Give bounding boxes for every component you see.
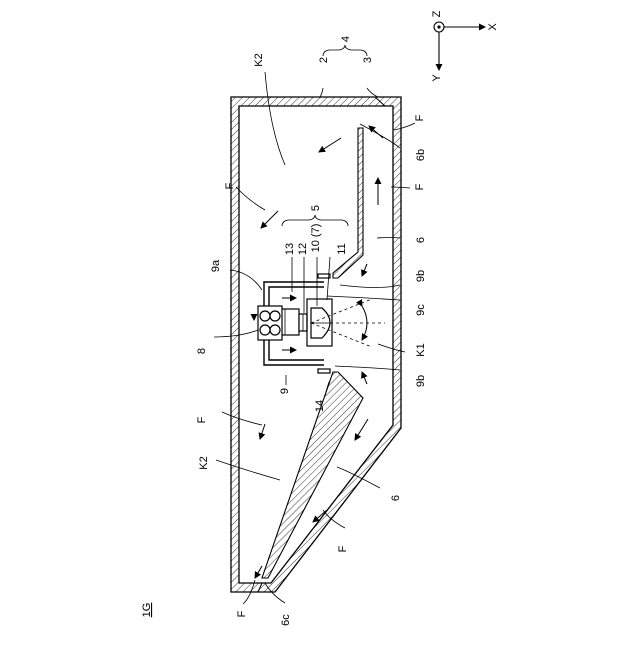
housing	[231, 97, 401, 592]
label-9a: 9a	[210, 259, 222, 272]
label-F-5: F	[337, 545, 349, 552]
label-F-2: F	[414, 183, 426, 190]
label-11: 11	[336, 243, 348, 254]
axis-labels: Z X Y	[431, 10, 499, 81]
axis-z-label: Z	[431, 10, 443, 17]
label-6-top: 6	[415, 237, 427, 243]
label-5: 5	[310, 205, 322, 211]
label-8: 8	[196, 348, 208, 354]
label-12: 12	[297, 243, 309, 255]
label-K1: K1	[415, 343, 427, 356]
label-6-bottom: 6	[390, 495, 402, 501]
label-F-6: F	[236, 610, 248, 617]
label-2: 2	[318, 57, 330, 63]
airflow-arrows	[254, 126, 383, 578]
label-F-3: F	[224, 182, 236, 189]
figure-id-label: 1G	[141, 603, 153, 618]
axis-x-label: X	[487, 23, 499, 31]
flange-9b-bottom	[318, 369, 330, 373]
label-K2-bottom: K2	[198, 456, 210, 469]
label-F-1: F	[414, 114, 426, 121]
extension-wall-6	[262, 128, 363, 578]
label-9b-top: 9b	[415, 270, 427, 282]
coordinate-axes	[434, 22, 485, 70]
axis-y-label: Y	[431, 74, 443, 82]
heat-sink-13	[281, 309, 299, 335]
label-10-7: 10 (7)	[310, 224, 322, 253]
light-source-unit-5	[281, 299, 385, 347]
label-13: 13	[284, 243, 296, 255]
fan-8	[258, 306, 282, 340]
label-14: 14	[314, 400, 326, 412]
label-6b: 6b	[415, 149, 427, 161]
label-F-4: F	[196, 416, 208, 423]
label-9c: 9c	[415, 304, 427, 316]
label-K2-top: K2	[253, 53, 265, 66]
label-6c: 6c	[280, 614, 292, 626]
label-9: 9	[279, 388, 291, 394]
label-4: 4	[340, 36, 352, 42]
label-3: 3	[362, 57, 374, 63]
label-9b-bottom: 9b	[415, 375, 427, 387]
